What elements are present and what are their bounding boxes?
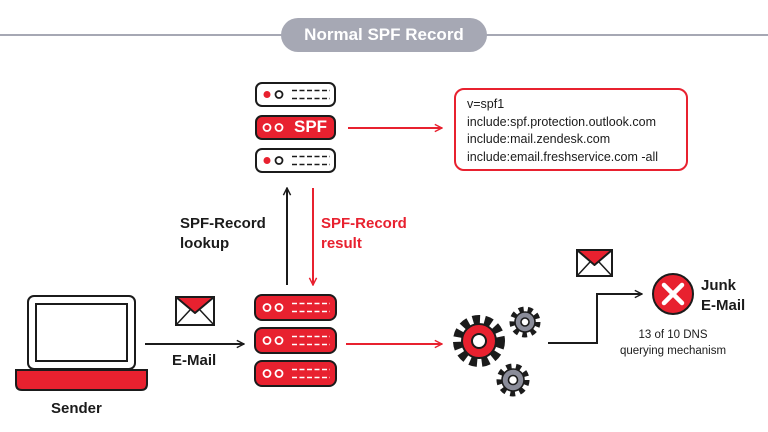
server-unit-spf <box>255 115 336 140</box>
result-label: SPF-Record result <box>321 215 407 252</box>
spf-record-line: include:email.freshservice.com -all <box>467 149 659 164</box>
diagram-title: Normal SPF Record <box>281 18 487 52</box>
junk-label: Junk E-Mail <box>701 277 746 314</box>
spf-record-box: v=spf1 include:spf.protection.outlook.co… <box>454 88 688 171</box>
spf-server-label: SPF <box>294 117 328 136</box>
spf-record-line: include:mail.zendesk.com <box>467 132 611 146</box>
title-rule-left <box>0 34 282 36</box>
title-rule-right <box>486 34 768 36</box>
spf-record-line: include:spf.protection.outlook.com <box>467 114 656 129</box>
sender-label: Sender <box>51 400 102 417</box>
gears-to-junk-arrow <box>548 294 642 344</box>
spf-record-line: v=spf1 <box>467 97 505 111</box>
email-label: E-Mail <box>172 352 217 369</box>
lookup-label: SPF-Record lookup <box>180 215 266 252</box>
dns-note: 13 of 10 DNS querying mechanism <box>619 329 727 357</box>
